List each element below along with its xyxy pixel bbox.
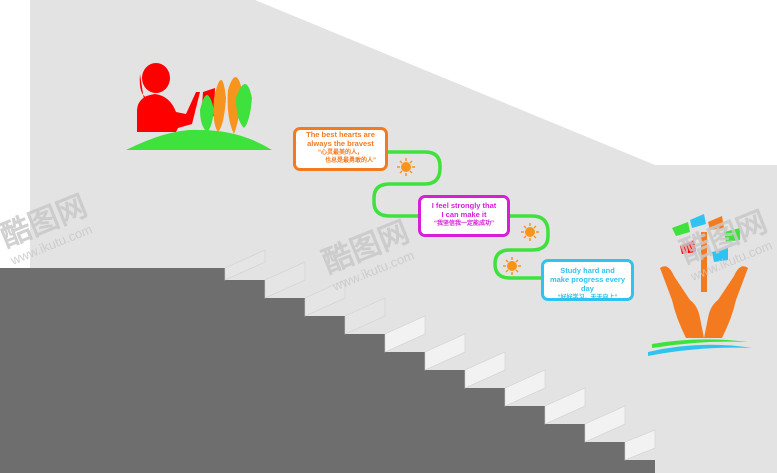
- quote-card-2-en-line1: I feel strongly that: [431, 201, 497, 210]
- quote-card-1-en-line2: always the bravest: [307, 139, 374, 148]
- winding-path: [363, 150, 550, 280]
- quote-card-1-cn-line1: “心灵最美的人，: [317, 150, 363, 156]
- quote-card-1-cn-line2: 也总是最勇敢的人”: [324, 158, 376, 164]
- quote-card-3-en-line1: Study hard and: [560, 266, 615, 275]
- hands-book-tree-icon: [648, 214, 752, 356]
- sun-icon: [521, 223, 539, 241]
- girl-reading-icon: [126, 63, 272, 150]
- sun-icon: [503, 257, 521, 275]
- quote-card-1-en-line1: The best hearts are: [306, 130, 375, 139]
- sun-icon: [397, 158, 415, 176]
- quote-card-1: The best hearts are always the bravest “…: [293, 127, 388, 171]
- stair-side: [0, 268, 655, 473]
- quote-card-3: Study hard and make progress every day “…: [541, 259, 634, 301]
- quote-card-2: I feel strongly that I can make it “我坚信我…: [418, 195, 510, 237]
- stair-treads: [224, 249, 656, 461]
- quote-card-2-en-line2: I can make it: [441, 210, 487, 219]
- stair-risers: [225, 250, 385, 334]
- quote-card-2-cn-line1: “我坚信我一定能成功”: [433, 221, 494, 227]
- quote-card-3-cn-line1: “好好学习，天天向上”: [557, 295, 618, 301]
- quote-card-3-en-line2: make progress every day: [549, 275, 626, 293]
